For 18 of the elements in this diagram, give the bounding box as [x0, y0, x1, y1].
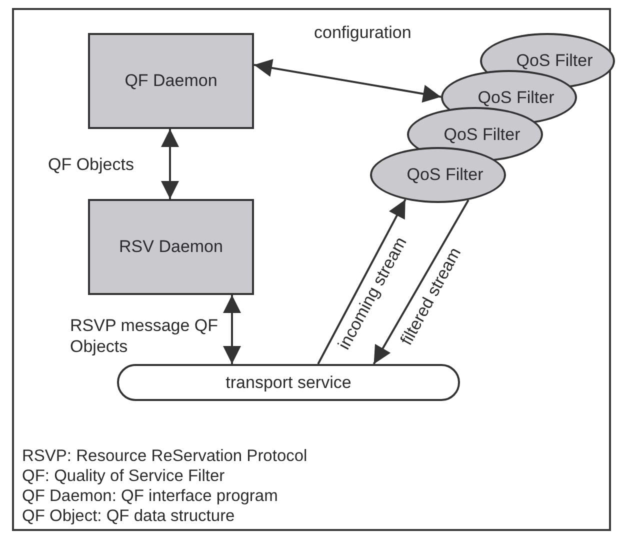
definition-text: QF: Quality of Service Filter: [22, 466, 226, 486]
node-label: QoS Filter: [444, 124, 520, 144]
node-label: QF Daemon: [124, 71, 218, 91]
arrow: [254, 59, 442, 103]
arrow: [161, 129, 179, 199]
process-box: [88, 199, 254, 295]
node-label: QoS Filter: [478, 88, 554, 108]
process-box: [88, 33, 254, 129]
definition-text: QF Daemon: QF interface program: [22, 486, 279, 506]
arrow: [223, 295, 241, 364]
definition-text: QF Object: QF data structure: [22, 506, 236, 526]
node-label: transport service: [226, 372, 352, 392]
service-bar: [117, 364, 460, 401]
arrow: [317, 199, 406, 364]
node-label: QoS Filter: [516, 51, 593, 71]
definition-text: RSVP: Resource ReServation Protocol: [22, 446, 308, 466]
node-label: QoS Filter: [406, 165, 484, 185]
node-label: RSV Daemon: [119, 237, 223, 257]
